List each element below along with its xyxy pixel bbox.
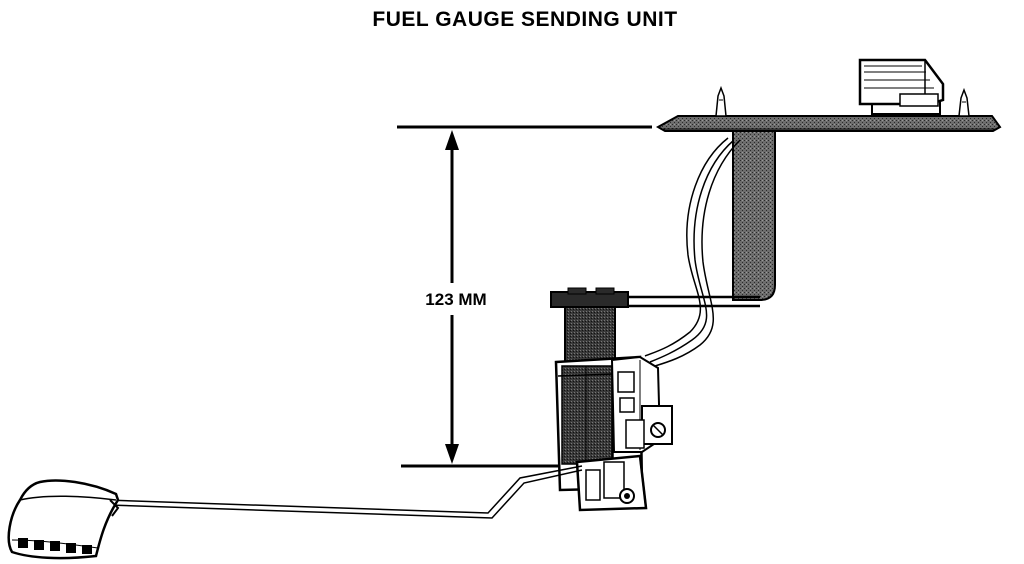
terminal-screw — [625, 405, 673, 449]
electrical-connector — [858, 58, 945, 115]
dimension-label: 123 MM — [425, 290, 486, 309]
mounting-flange — [655, 115, 1002, 132]
sender-neck — [564, 306, 616, 364]
float — [7, 479, 120, 560]
feed-tube-horizontal — [620, 295, 760, 308]
wire-harness — [644, 137, 741, 367]
feed-tube-vertical — [732, 130, 776, 301]
sender-cap — [550, 287, 629, 308]
lower-housing — [575, 454, 648, 512]
float-arm — [105, 465, 583, 519]
flange-stud-right — [958, 87, 970, 117]
flange-stud-left — [715, 85, 727, 117]
dimension-arrow — [445, 130, 459, 464]
diagram-title: FUEL GAUGE SENDING UNIT — [372, 8, 678, 31]
